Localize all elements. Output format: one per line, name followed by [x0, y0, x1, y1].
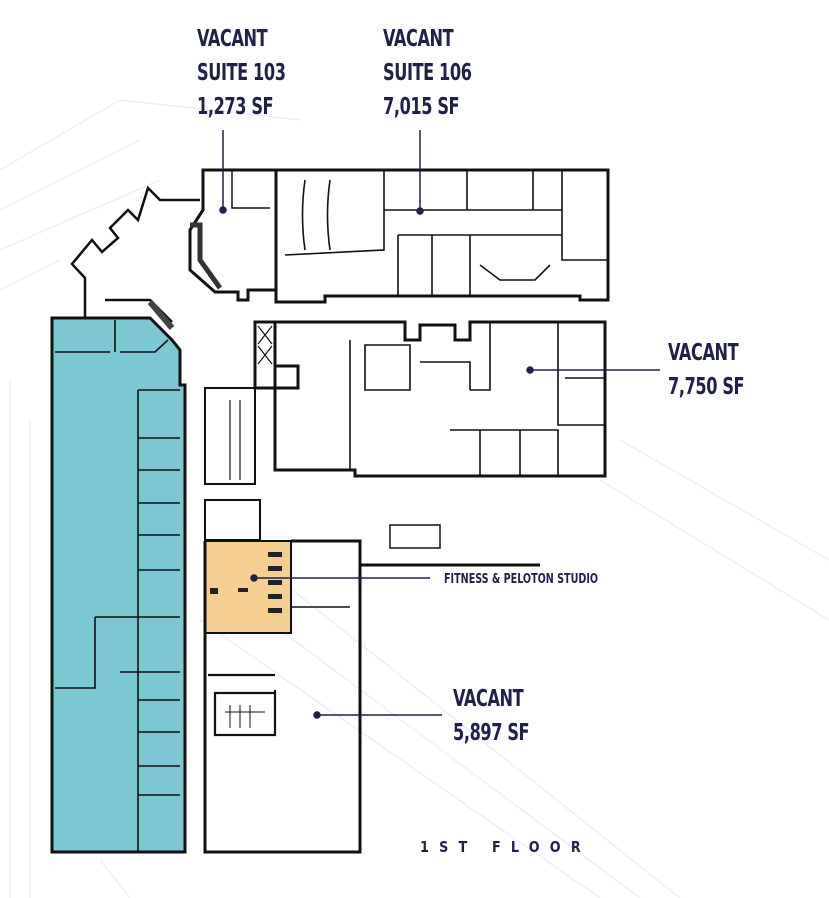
- background-pattern: [0, 99, 829, 898]
- fitness-studio: [204, 540, 292, 634]
- suite-5897-walls: [203, 524, 540, 854]
- suite-103-walls: [188, 168, 278, 302]
- suite-7750-status: VACANT: [668, 340, 739, 366]
- suite-103-name: SUITE 103: [197, 60, 286, 86]
- northwest-entry: [70, 185, 200, 330]
- suite-7750-walls: [273, 320, 607, 478]
- suite-103-callout: VACANT SUITE 103 1,273 SF: [197, 22, 286, 124]
- suite-7750-area: 7,750 SF: [668, 374, 745, 400]
- suite-7750-callout: VACANT 7,750 SF: [668, 336, 745, 404]
- floor-label: 1ST FLOOR: [420, 838, 591, 856]
- fitness-studio-label: FITNESS & PELOTON STUDIO: [444, 572, 599, 587]
- suite-106-area: 7,015 SF: [383, 94, 460, 120]
- suite-106-status: VACANT: [383, 26, 454, 52]
- suite-5897-callout: VACANT 5,897 SF: [453, 682, 530, 750]
- suite-106-walls: [274, 168, 610, 304]
- leased-tenant-area: [50, 316, 187, 854]
- suite-106-callout: VACANT SUITE 106 7,015 SF: [383, 22, 472, 124]
- suite-103-area: 1,273 SF: [197, 94, 274, 120]
- callout-leaders: [219, 130, 660, 719]
- suite-103-status: VACANT: [197, 26, 268, 52]
- suite-5897-area: 5,897 SF: [453, 720, 530, 746]
- suite-106-name: SUITE 106: [383, 60, 472, 86]
- suite-5897-status: VACANT: [453, 686, 524, 712]
- core-walls: [204, 320, 300, 541]
